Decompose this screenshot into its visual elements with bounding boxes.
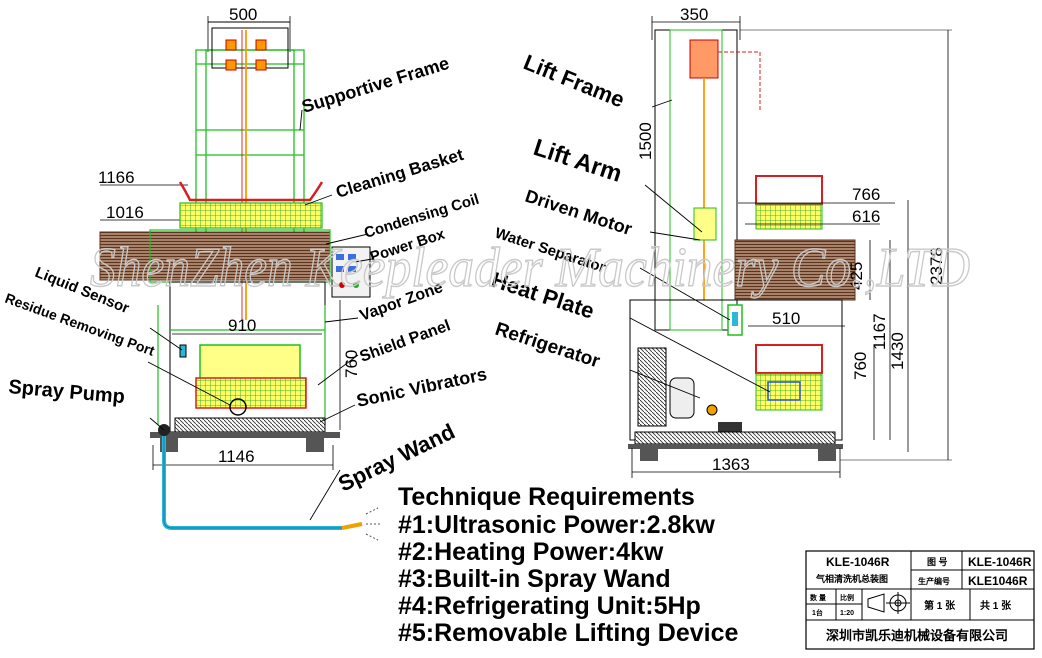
dim-616: 616 xyxy=(745,207,880,226)
dim-1146: 1146 xyxy=(152,445,334,470)
leader-lines xyxy=(147,99,771,521)
title-production-no-label: 生产编号 xyxy=(918,576,950,586)
requirements-heading: Technique Requirements xyxy=(398,483,695,511)
dim-label: 1016 xyxy=(106,203,144,222)
dim-350: 350 xyxy=(651,5,741,40)
title-scale-label: 比例 xyxy=(840,593,854,602)
refrigerator-unit xyxy=(637,347,742,434)
dim-label: 910 xyxy=(228,316,256,335)
label-sonic-vibrators: Sonic Vibrators xyxy=(355,364,489,411)
tank-front xyxy=(157,281,326,433)
dim-label: 1430 xyxy=(888,332,907,370)
title-scale: 1:20 xyxy=(840,610,854,617)
dim-label: 1363 xyxy=(712,455,750,474)
dim-1430: 1430 xyxy=(888,200,909,452)
side-basket xyxy=(755,175,823,230)
dim-label: 1166 xyxy=(98,168,135,187)
condensing-coil-side xyxy=(734,239,856,301)
dim-label: 1167 xyxy=(870,313,889,350)
label-supportive-frame: Supportive Frame xyxy=(299,53,451,117)
requirement-item: #5:Removable Lifting Device xyxy=(398,619,738,647)
dim-1167: 1167 xyxy=(870,240,891,440)
dim-label: 425 xyxy=(847,262,866,290)
dim-label: 1146 xyxy=(218,447,255,466)
dim-label: 766 xyxy=(852,185,880,204)
dim-label: 2378 xyxy=(927,247,946,285)
dim-label: 350 xyxy=(680,5,708,24)
power-box xyxy=(331,246,371,298)
dim-760-side: 760 xyxy=(851,345,875,440)
front-view: 500 1166 1016 xyxy=(98,5,380,541)
condensing-coil-front xyxy=(99,229,331,283)
title-quantity: 1台 xyxy=(812,608,823,617)
dim-1016: 1016 xyxy=(100,203,180,222)
title-drawing-name: 气相清洗机总装图 xyxy=(815,573,888,584)
lift-frame xyxy=(654,29,761,331)
dim-425: 425 xyxy=(847,240,871,300)
title-company: 深圳市凯乐迪机械设备有限公司 xyxy=(826,628,1008,643)
dim-766: 766 xyxy=(738,185,895,204)
requirement-item: #3:Built-in Spray Wand xyxy=(398,565,671,593)
projection-symbol-icon xyxy=(867,592,910,614)
label-driven-motor: Driven Motor xyxy=(523,186,635,239)
dim-label: 1500 xyxy=(636,122,655,160)
dim-2378: 2378 xyxy=(740,29,952,461)
title-model: KLE-1046R xyxy=(826,555,890,569)
dim-label: 510 xyxy=(772,309,800,328)
dim-label: 760 xyxy=(851,352,870,380)
label-refrigerator: Refrigerator xyxy=(492,319,602,373)
title-total-sheets: 共 1 张 xyxy=(980,599,1012,612)
title-drawing-no: KLE-1046R xyxy=(968,555,1032,569)
cleaning-basket-top xyxy=(178,181,324,229)
spray-wand xyxy=(162,436,380,541)
dim-500: 500 xyxy=(207,5,291,52)
side-base xyxy=(628,431,843,461)
dim-label: 500 xyxy=(229,5,257,24)
title-block: KLE-1046R 气相清洗机总装图 图 号 KLE-1046R 生产编号 KL… xyxy=(805,550,1035,650)
water-separator xyxy=(727,304,743,336)
technique-requirements: Technique Requirements #1:Ultrasonic Pow… xyxy=(398,483,738,647)
dim-510: 510 xyxy=(748,309,845,328)
side-tank xyxy=(629,299,843,441)
dim-910: 910 xyxy=(172,316,322,335)
dim-1500: 1500 xyxy=(636,122,655,160)
label-spray-pump: Spray Pump xyxy=(8,376,126,408)
label-cleaning-basket: Cleaning Basket xyxy=(334,145,466,202)
label-shield-panel: Shield Panel xyxy=(358,317,453,366)
label-lift-arm: Lift Arm xyxy=(530,134,625,188)
dim-label: 616 xyxy=(852,207,880,226)
watermark: ShenZhen Keepleader Machinery Co.,LTD xyxy=(90,237,970,299)
dim-1166: 1166 xyxy=(98,168,188,187)
dim-1363: 1363 xyxy=(631,448,841,478)
driven-motor xyxy=(693,207,717,241)
title-drawing-no-label: 图 号 xyxy=(927,557,948,567)
label-residue-removing-port: Residue Removing Port xyxy=(3,290,157,359)
requirement-item: #4:Refrigerating Unit:5Hp xyxy=(398,592,701,620)
title-production-no: KLE1046R xyxy=(968,574,1028,588)
side-view: 350 1500 766 616 xyxy=(628,5,952,478)
requirement-item: #1:Ultrasonic Power:2.8kw xyxy=(398,511,715,539)
label-lift-frame: Lift Frame xyxy=(520,49,628,112)
title-sheet: 第 1 张 xyxy=(924,599,956,612)
requirement-item: #2:Heating Power:4kw xyxy=(398,538,664,566)
title-quantity-label: 数 量 xyxy=(810,593,826,602)
